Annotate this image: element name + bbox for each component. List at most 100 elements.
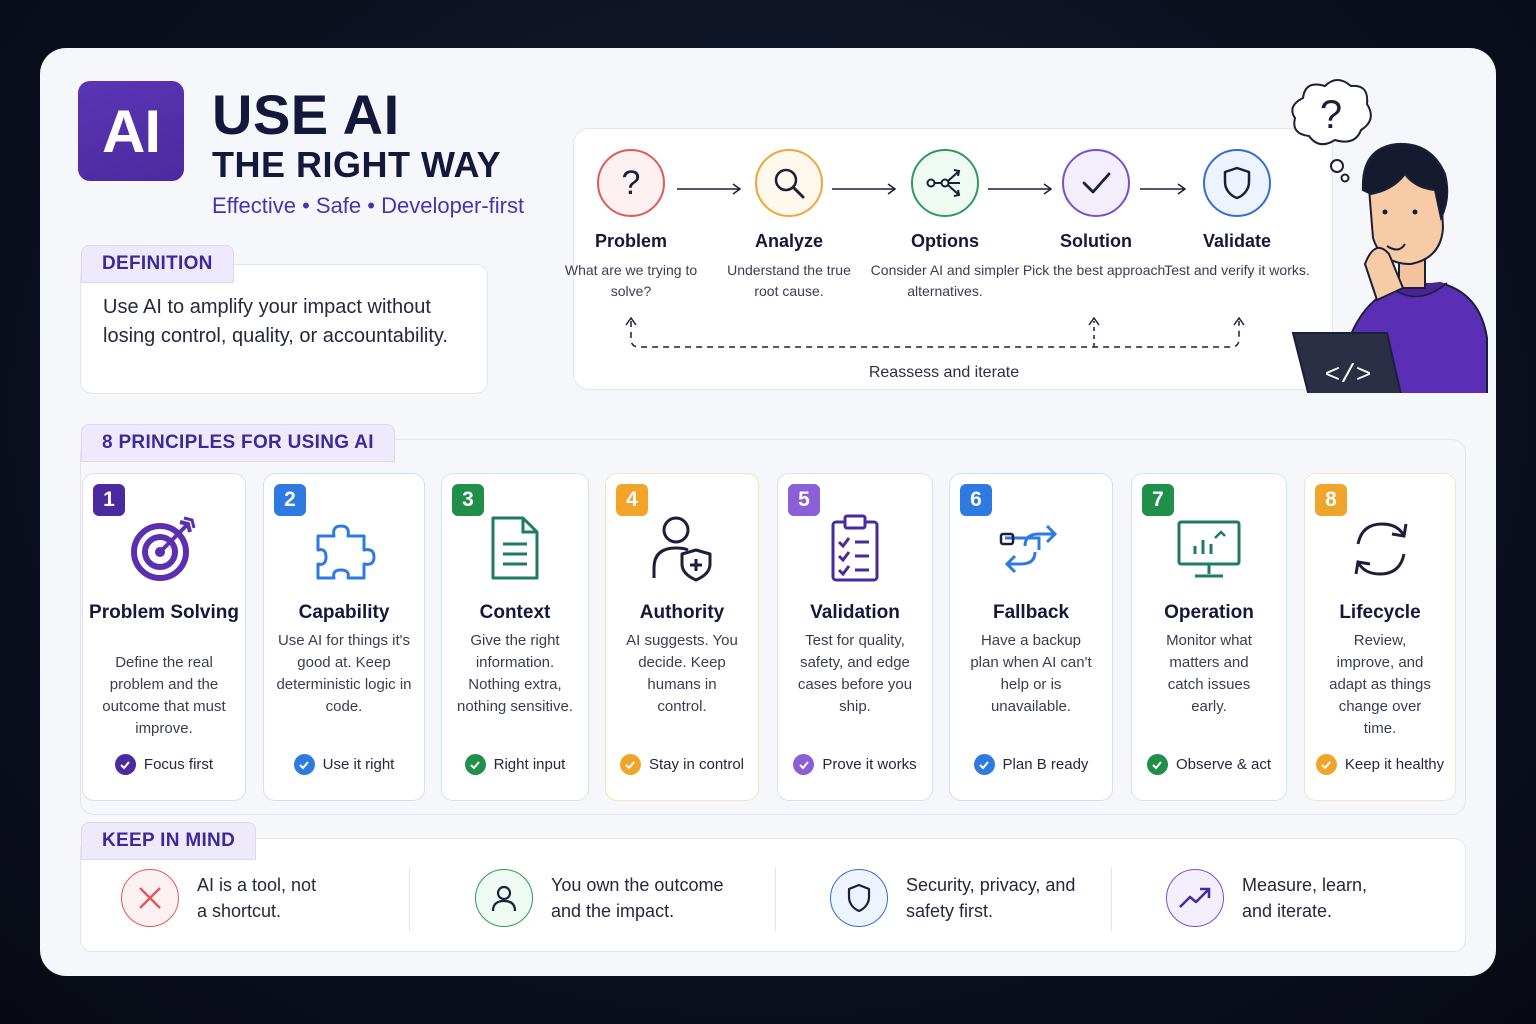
principle-number: 5 <box>788 484 820 516</box>
principle-desc: AI suggests. You decide. Keep humans in … <box>626 632 738 715</box>
flow-step-desc: What are we trying to solve? <box>564 262 698 299</box>
flow-step-desc: Understand the true root cause. <box>727 262 851 299</box>
principle-title: Fallback <box>992 602 1070 623</box>
keep-in-mind-text: AI is a tool, not a shortcut. <box>197 875 317 921</box>
principle-title: Operation <box>1164 602 1254 623</box>
principle-title: Context <box>479 602 551 623</box>
principle-footer: Plan B ready <box>950 754 1112 775</box>
arrow-right-icon <box>677 183 742 195</box>
flow-step-name: Validate <box>1202 231 1272 251</box>
flow-step-validate: Validate Test and verify it works. <box>1162 149 1312 281</box>
principle-number: 7 <box>1142 484 1174 516</box>
principle-card-lifecycle: 8 Lifecycle Review, improve, and adapt a… <box>1304 473 1456 801</box>
principle-footer: Observe & act <box>1132 754 1286 775</box>
logo-text: AI <box>102 97 161 165</box>
infographic-card: AI USE AI THE RIGHT WAY Effective • Safe… <box>40 48 1496 976</box>
flow-step-name: Options <box>911 231 979 251</box>
principle-desc: Monitor what matters and catch issues ea… <box>1166 632 1252 715</box>
principle-footer: Focus first <box>83 754 245 775</box>
svg-text:?: ? <box>622 166 641 200</box>
principle-title: Problem Solving <box>89 602 239 623</box>
keep-in-mind-item: Measure, learn, and iterate. <box>1166 869 1382 927</box>
arrow-right-icon <box>832 183 897 195</box>
definition-box: Use AI to amplify your impact without lo… <box>80 264 488 394</box>
keep-in-mind-text: You own the outcome and the impact. <box>551 875 724 921</box>
principle-desc: Use AI for things it's good at. Keep det… <box>276 632 412 715</box>
principle-desc: Define the real problem and the outcome … <box>102 654 226 737</box>
principle-footer: Prove it works <box>778 754 932 775</box>
laptop-code-text: </> <box>1325 360 1372 390</box>
flow-step-desc: Pick the best approach. <box>1022 262 1170 278</box>
definition-text: Use AI to amplify your impact without lo… <box>103 296 448 347</box>
principle-footer-text: Use it right <box>322 756 395 773</box>
check-circle-icon <box>793 754 815 775</box>
user-shield-icon <box>606 512 758 584</box>
iterate-loop-line <box>625 316 1245 348</box>
keep-in-mind-item: AI is a tool, not a shortcut. <box>121 869 327 927</box>
principle-footer-text: Stay in control <box>648 756 745 773</box>
principle-desc: Review, improve, and adapt as things cha… <box>1329 632 1431 737</box>
check-circle-icon <box>293 754 315 775</box>
flow-step-problem: ? Problem What are we trying to solve? <box>556 149 706 302</box>
principle-number: 3 <box>452 484 484 516</box>
puzzle-icon <box>264 512 424 584</box>
tagline: Effective • Safe • Developer-first <box>212 193 525 218</box>
flow-step-solution: Solution Pick the best approach. <box>1021 149 1171 281</box>
shield-icon <box>830 869 888 927</box>
principle-footer: Right input <box>442 754 588 775</box>
swap-arrows-icon <box>950 512 1112 584</box>
flow-step-analyze: Analyze Understand the true root cause. <box>714 149 864 302</box>
branch-icon <box>911 149 979 217</box>
principle-number: 4 <box>616 484 648 516</box>
check-circle-icon <box>114 754 136 775</box>
check-icon <box>1062 149 1130 217</box>
title-line1: USE AI <box>212 83 400 146</box>
shield-icon <box>1203 149 1271 217</box>
keep-in-mind-text: Security, privacy, and safety first. <box>906 875 1076 921</box>
principle-title: Lifecycle <box>1339 602 1421 623</box>
keep-in-mind-tag: KEEP IN MIND <box>81 822 257 860</box>
principle-title: Authority <box>639 602 725 623</box>
principle-card-capability: 2 Capability Use AI for things it's good… <box>263 473 425 801</box>
trend-up-icon <box>1166 869 1224 927</box>
principle-number: 1 <box>93 484 125 516</box>
keep-in-mind-item: You own the outcome and the impact. <box>475 869 741 927</box>
target-icon <box>83 512 245 584</box>
principle-title: Capability <box>298 602 390 623</box>
x-icon <box>121 869 179 927</box>
divider <box>775 867 776 931</box>
principle-footer-text: Prove it works <box>822 756 917 773</box>
check-circle-icon <box>619 754 641 775</box>
document-icon <box>442 512 588 584</box>
loop-label: Reassess and iterate <box>868 364 1020 381</box>
flow-step-options: Options Consider AI and simpler alternat… <box>870 149 1020 302</box>
arrow-right-icon <box>1140 183 1187 195</box>
principle-card-problem-solving: 1 Problem Solving Define the real proble… <box>82 473 246 801</box>
cycle-icon <box>1305 512 1455 584</box>
flow-step-desc: Consider AI and simpler alternatives. <box>870 262 1020 299</box>
principle-footer-text: Focus first <box>143 756 214 773</box>
magnifier-icon <box>755 149 823 217</box>
principle-footer-text: Observe & act <box>1175 756 1272 773</box>
principle-card-context: 3 Context Give the right information. No… <box>441 473 589 801</box>
flow-step-name: Solution <box>1060 231 1132 251</box>
check-circle-icon <box>1146 754 1168 775</box>
principle-card-fallback: 6 Fallback Have a backup plan when AI ca… <box>949 473 1113 801</box>
arrow-right-icon <box>988 183 1053 195</box>
thought-question-mark: ? <box>1320 93 1342 137</box>
principle-number: 6 <box>960 484 992 516</box>
keep-in-mind-text: Measure, learn, and iterate. <box>1242 875 1368 921</box>
principle-footer: Keep it healthy <box>1305 754 1455 775</box>
keep-in-mind-item: Security, privacy, and safety first. <box>830 869 1096 927</box>
monitor-chart-icon <box>1132 512 1286 584</box>
clipboard-check-icon <box>778 512 932 584</box>
flow-step-name: Problem <box>594 231 668 251</box>
divider <box>1111 867 1112 931</box>
keep-in-mind-section: AI is a tool, not a shortcut. You own th… <box>80 838 1466 952</box>
principle-desc: Give the right information. Nothing extr… <box>457 632 573 715</box>
principle-card-validation: 5 Validation Test for quality, safety, a… <box>777 473 933 801</box>
divider <box>409 867 410 931</box>
principle-footer: Use it right <box>264 754 424 775</box>
principle-number: 2 <box>274 484 306 516</box>
developer-illustration: ? </> <box>1291 79 1488 393</box>
